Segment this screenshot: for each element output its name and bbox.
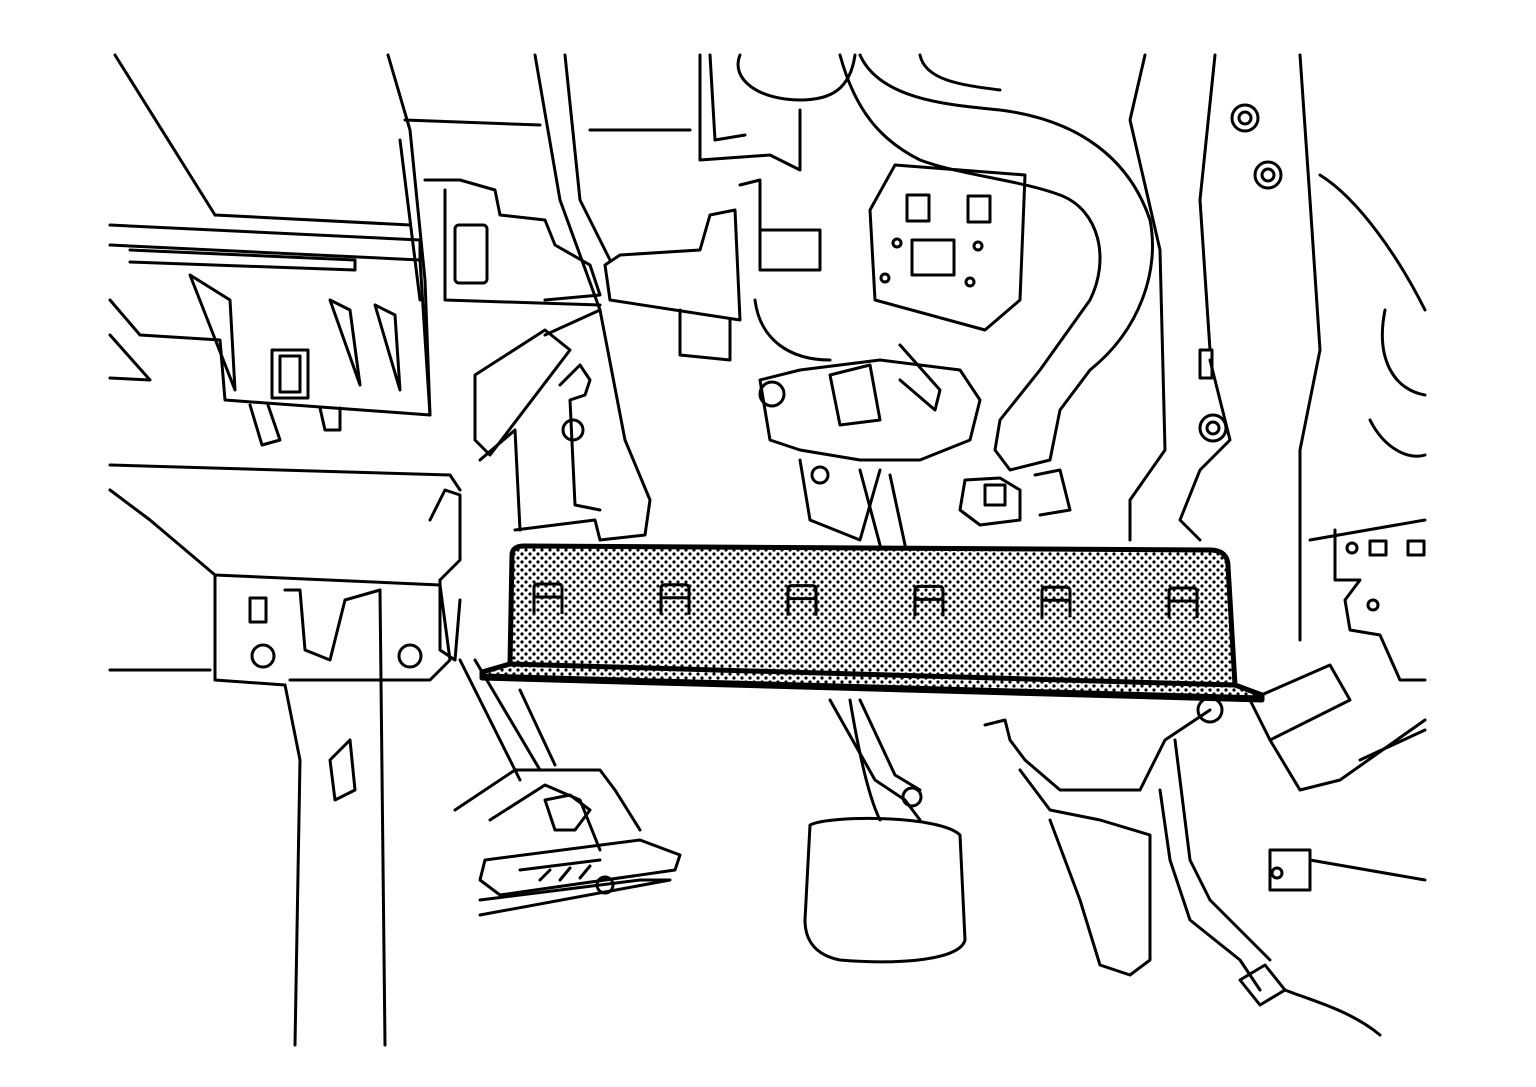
cover-clip-icon	[532, 582, 564, 614]
brake-pedal	[803, 698, 967, 964]
accelerator-pedal	[983, 696, 1382, 1037]
bolt-icon	[1230, 103, 1260, 133]
center-frame	[403, 53, 692, 542]
parking-brake-switch	[453, 658, 682, 917]
right-side-bracket	[1248, 518, 1427, 892]
cover-clip-icon	[1167, 586, 1199, 618]
wiring-connectors	[958, 468, 1072, 527]
under-dash-cover-panel-icon	[479, 543, 1265, 703]
heater-hose	[736, 53, 1154, 472]
bolt-icon	[1198, 413, 1228, 443]
pedal-bracket-assembly	[603, 53, 982, 547]
cover-clip-icon	[786, 584, 818, 616]
cover-clip-icon	[659, 583, 691, 615]
cover-clips	[532, 582, 1199, 618]
control-module	[868, 163, 1027, 332]
bolt-icon	[1253, 160, 1283, 190]
cover-clip-icon	[913, 584, 945, 617]
left-lower-bracket	[108, 463, 462, 1047]
cover-clip-icon	[1040, 585, 1072, 618]
left-dashboard-panel	[108, 53, 432, 447]
right-frame	[1128, 53, 1427, 642]
